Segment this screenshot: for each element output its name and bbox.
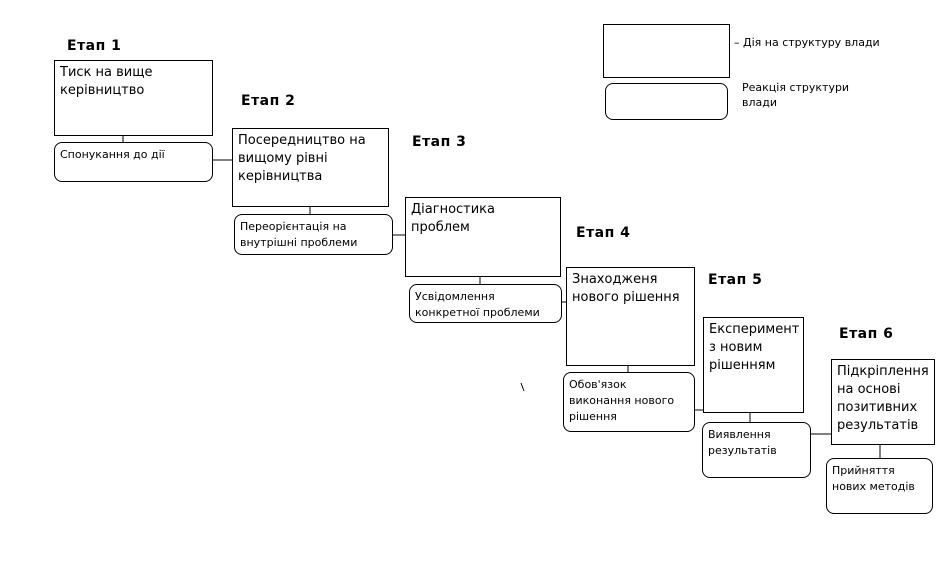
stage-6-reaction-box: Прийняття нових методів [826, 458, 933, 514]
stage-1-reaction-box: Спонукання до дії [54, 142, 213, 182]
stage-5-reaction-box: Виявлення результатів [702, 422, 811, 478]
stray-mark [520, 382, 525, 392]
stage-6-action-box: Підкріплення на основі позитивних резуль… [831, 359, 935, 445]
legend-reaction-text: Реакція структури влади [742, 81, 850, 109]
stage-5-action-box: Експеримент з новим рішенням [703, 317, 804, 413]
stage-6-label: Етап 6 [839, 326, 894, 342]
stage-3-label: Етап 3 [412, 134, 467, 150]
stage-1-label: Етап 1 [67, 38, 122, 54]
stage-3-reaction-box: Усвідомлення конкретної проблеми [409, 284, 562, 323]
stage-1-action-box: Тиск на вище керівництво [54, 60, 213, 136]
stage-2-label: Етап 2 [241, 93, 296, 109]
legend-action-box [603, 24, 730, 78]
legend-reaction-box [605, 83, 728, 120]
legend-action-text: – Дія на структуру влади [734, 36, 880, 49]
stage-4-action-box: Знаходженя нового рішення [566, 267, 695, 366]
stage-2-action-box: Посередництво на вищому рівні керівництв… [232, 128, 389, 207]
stage-3-action-box: Діагностика проблем [405, 197, 561, 277]
stage-5-label: Етап 5 [708, 272, 763, 288]
stage-4-label: Етап 4 [576, 225, 631, 241]
stage-2-reaction-box: Переорієнтація на внутрішні проблеми [234, 214, 393, 255]
stage-4-reaction-box: Обов'язок виконання нового рішення [563, 372, 695, 432]
